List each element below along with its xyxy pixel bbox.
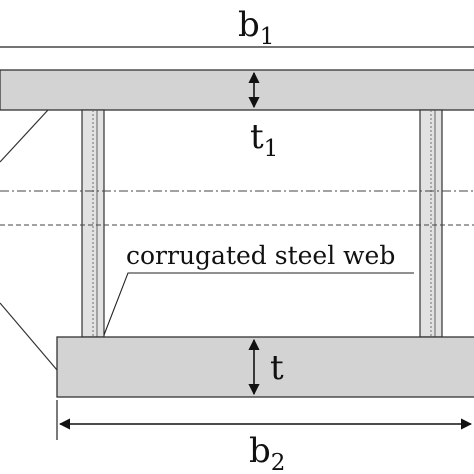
top-flange-slab [0, 69, 474, 111]
label-t1: t1 [250, 117, 278, 162]
label-b2: b2 [249, 431, 285, 474]
bottom-flange-slab [56, 336, 474, 398]
web-label-leader [103, 272, 414, 336]
left-edge-line-upper [0, 109, 49, 163]
right-corrugated-web [419, 109, 443, 338]
left-corrugated-web [81, 109, 105, 338]
label-b1: b1 [238, 5, 274, 50]
label-corrugated-steel-web: corrugated steel web [126, 241, 395, 270]
label-t: t [270, 348, 284, 388]
left-edge-line-lower [0, 302, 58, 371]
